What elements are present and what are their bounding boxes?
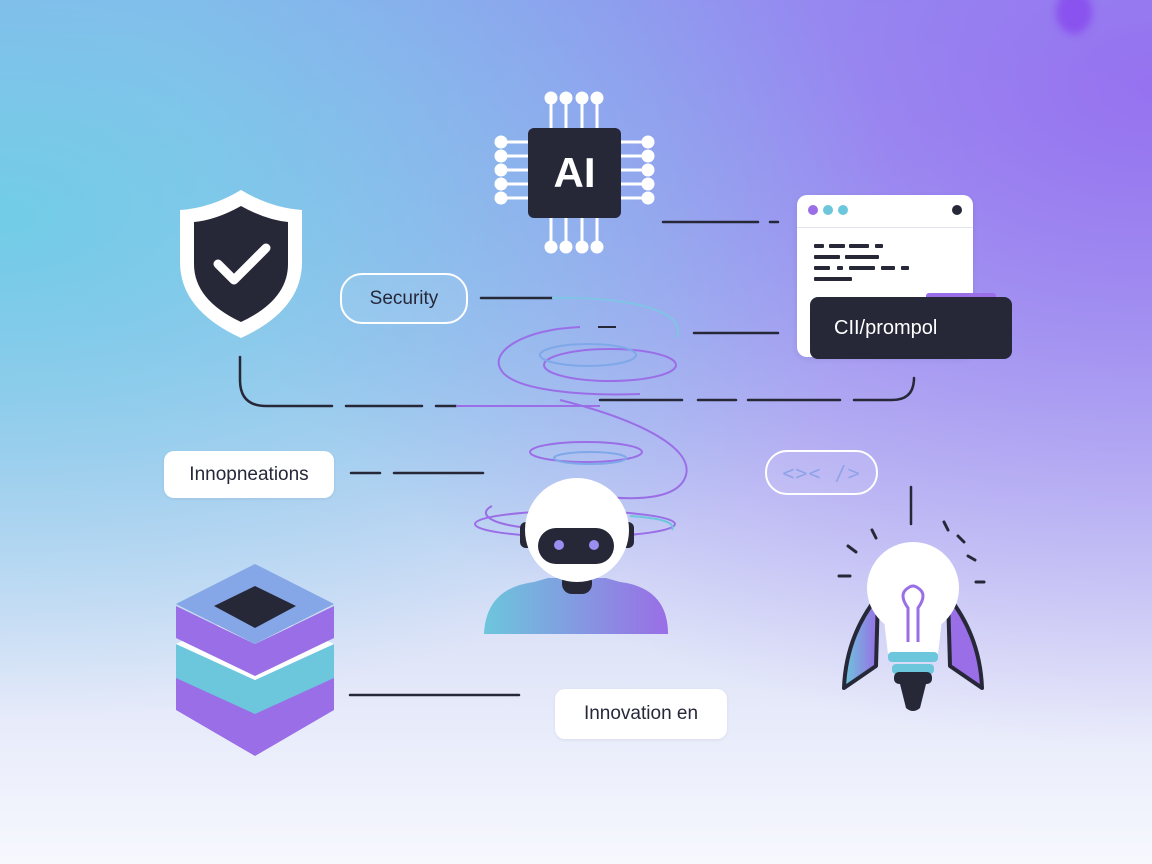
security-label: Security [340, 273, 468, 324]
shield-check-icon [180, 190, 302, 338]
code-brackets-icon: <>< /> [765, 450, 878, 495]
layer-stack-icon [176, 564, 334, 756]
robot-head-icon [484, 478, 668, 634]
innovation-en-label: Innovation en [555, 689, 727, 739]
swirl-lines [456, 296, 688, 538]
decorative-glow [1056, 0, 1092, 34]
terminal-prompt-label: CII/prompol [810, 297, 1012, 359]
lightbulb-rocket-icon [837, 520, 986, 711]
ai-chip-icon: AI [494, 90, 656, 255]
browser-title-bar [797, 195, 973, 228]
innopneations-label: Innopneations [164, 451, 334, 498]
connector-shield-down [238, 355, 334, 408]
ai-chip-label: AI [553, 149, 596, 196]
